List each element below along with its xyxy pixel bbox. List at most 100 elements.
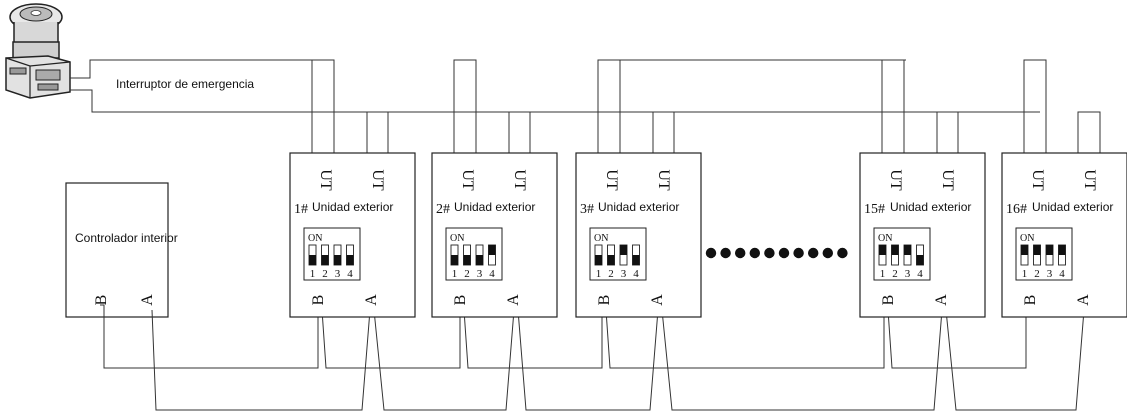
- dip-lever: [1046, 245, 1053, 255]
- terminal-b: B: [452, 295, 469, 306]
- dip-toggle[interactable]: 3: [619, 244, 628, 280]
- unit-label: Unidad exterior: [454, 200, 535, 214]
- dip-lever: [321, 255, 329, 265]
- terminal-ut-2: UT: [655, 169, 672, 191]
- dip-toggle[interactable]: 3: [1045, 244, 1054, 280]
- terminal-ut-1: UT: [1029, 169, 1046, 191]
- dip-toggle[interactable]: 4: [916, 244, 924, 280]
- dip-lever: [904, 245, 911, 255]
- dip-lever: [488, 245, 496, 255]
- unit-label: Unidad exterior: [1032, 200, 1113, 214]
- dip-lever: [309, 255, 316, 265]
- dip-toggle[interactable]: 4: [632, 244, 640, 280]
- unit-number: 3#: [580, 202, 594, 217]
- terminal-a: A: [505, 294, 522, 306]
- dip-position-label: 4: [917, 268, 923, 280]
- dip-lever: [463, 255, 471, 265]
- dip-toggle[interactable]: 1: [308, 244, 317, 280]
- dip-position-label: 1: [310, 268, 316, 280]
- ellipsis-dots: [705, 247, 848, 259]
- ellipsis-dot: [778, 247, 790, 259]
- terminal-ut-2: UT: [939, 169, 956, 191]
- dip-toggle[interactable]: 3: [333, 244, 342, 280]
- dip-lever: [607, 255, 615, 265]
- ellipsis-dot: [822, 247, 833, 259]
- ellipsis-dot: [808, 247, 819, 259]
- dip-toggle[interactable]: 4: [1058, 244, 1066, 280]
- terminal-ut-1: UT: [887, 169, 904, 191]
- dip-toggle[interactable]: 3: [903, 244, 912, 280]
- dip-toggle[interactable]: 2: [463, 244, 471, 280]
- dip-lever: [451, 255, 458, 265]
- terminal-ut-2: UT: [369, 169, 386, 191]
- ellipsis-dot: [837, 247, 848, 259]
- dip-lever: [595, 255, 602, 265]
- dip-lever: [1058, 245, 1066, 255]
- terminal-a: A: [363, 294, 380, 306]
- dip-on-label: ON: [450, 233, 464, 244]
- indoor-terminal-b: B: [93, 295, 110, 306]
- dip-position-label: 3: [335, 268, 341, 280]
- dip-on-label: ON: [1020, 233, 1034, 244]
- dip-toggle[interactable]: 2: [607, 244, 615, 280]
- terminal-ut-1: UT: [459, 169, 476, 191]
- unit-number: 2#: [436, 202, 450, 217]
- dip-position-label: 2: [1034, 268, 1040, 280]
- terminal-b: B: [596, 295, 613, 306]
- dip-position-label: 2: [608, 268, 614, 280]
- dip-toggle[interactable]: 2: [891, 244, 899, 280]
- dip-lever: [891, 245, 899, 255]
- ellipsis-dot: [735, 247, 746, 259]
- dip-toggle[interactable]: 2: [1033, 244, 1041, 280]
- dip-lever: [476, 255, 483, 265]
- dip-toggle[interactable]: 2: [321, 244, 329, 280]
- ellipsis-dot: [720, 247, 731, 259]
- dip-on-label: ON: [594, 233, 608, 244]
- dip-toggle[interactable]: 4: [488, 244, 496, 280]
- dip-position-label: 1: [452, 268, 458, 280]
- terminal-a: A: [649, 294, 666, 306]
- unit-number: 16#: [1006, 202, 1027, 217]
- dip-lever: [620, 245, 627, 255]
- dip-toggle[interactable]: 1: [594, 244, 603, 280]
- dip-position-label: 2: [464, 268, 470, 280]
- wiring: [70, 59, 1101, 411]
- unit-number: 1#: [294, 202, 308, 217]
- emergency-switch-label: Interruptor de emergencia: [116, 77, 254, 91]
- ut-wire-1: [311, 59, 335, 165]
- dip-position-label: 4: [489, 268, 495, 280]
- ellipsis-dot: [764, 247, 775, 259]
- dip-lever: [632, 255, 640, 265]
- unit-number: 15#: [864, 202, 885, 217]
- dip-toggle[interactable]: 4: [346, 244, 354, 280]
- dip-lever: [916, 255, 924, 265]
- dip-toggle[interactable]: 1: [1020, 244, 1029, 280]
- dip-position-label: 4: [633, 268, 639, 280]
- dip-position-label: 3: [621, 268, 627, 280]
- unit-label: Unidad exterior: [312, 200, 393, 214]
- dip-toggle[interactable]: 1: [878, 244, 887, 280]
- dip-position-label: 1: [1022, 268, 1028, 280]
- terminal-ut-1: UT: [603, 169, 620, 191]
- terminal-a: A: [933, 294, 950, 306]
- ellipsis-dot: [705, 247, 717, 259]
- terminal-b: B: [1022, 295, 1039, 306]
- indoor-terminal-a: A: [139, 294, 156, 306]
- unit-label: Unidad exterior: [598, 200, 679, 214]
- dip-position-label: 2: [322, 268, 328, 280]
- dip-toggle[interactable]: 3: [475, 244, 484, 280]
- dip-lever: [879, 245, 886, 255]
- dip-toggle[interactable]: 1: [450, 244, 459, 280]
